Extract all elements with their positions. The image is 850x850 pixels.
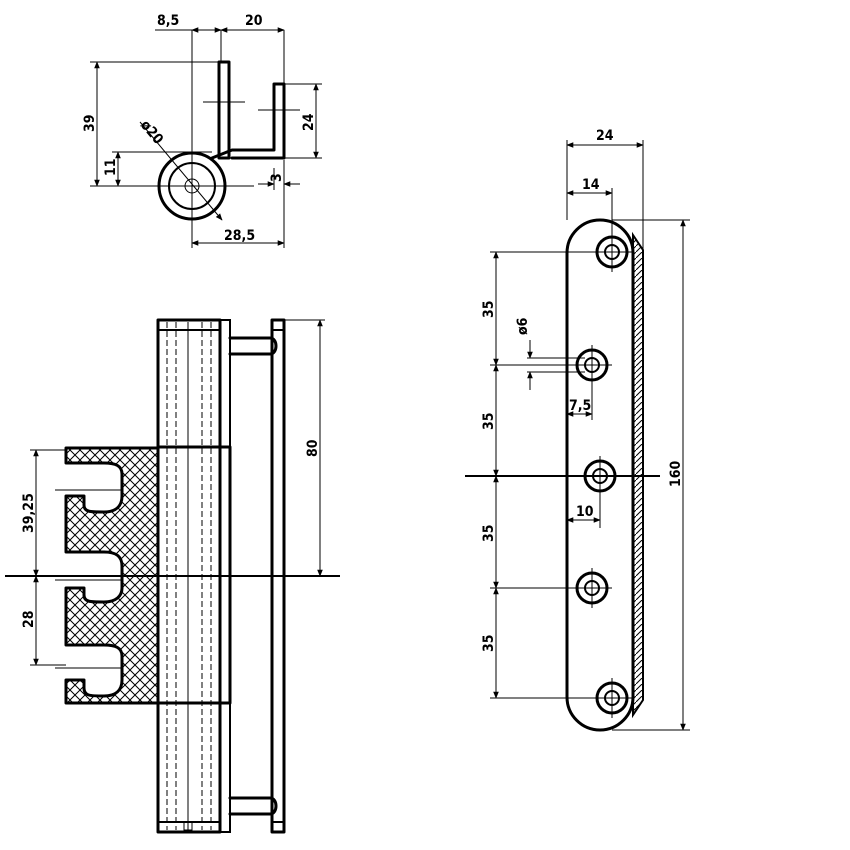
screw-hole (592, 678, 632, 718)
hinge-leaf-vertical (203, 60, 245, 160)
side-view: 24 14 160 35 35 35 35 ø6 7,5 10 (465, 128, 690, 732)
bracket-leaf (219, 318, 286, 834)
dim-160: 160 (668, 460, 684, 487)
dimension-lines-top (90, 27, 322, 248)
dim-28: 28 (21, 610, 37, 628)
dim-35-3: 35 (481, 524, 497, 542)
dim-24-side: 24 (596, 128, 614, 144)
dim-8-5: 8,5 (157, 13, 179, 29)
dim-35-2: 35 (481, 412, 497, 430)
dim-39: 39 (82, 114, 98, 132)
dim-14: 14 (582, 177, 600, 193)
dimension-lines-front (30, 319, 325, 666)
dim-10: 10 (576, 504, 594, 520)
dim-35-1: 35 (481, 300, 497, 318)
screw-hole (572, 345, 612, 385)
dim-24-top: 24 (301, 113, 317, 131)
dim-39-25: 39,25 (21, 493, 37, 533)
screw-hole (572, 568, 612, 608)
dim-11: 11 (103, 158, 119, 176)
dim-dia-20: ø20 (137, 117, 166, 148)
hinge-arm (210, 82, 300, 160)
dim-28-5: 28,5 (224, 228, 255, 244)
frame-profile-section (64, 446, 160, 705)
screw-hole (592, 232, 632, 272)
top-view: 8,5 20 39 11 24 3 28,5 ø20 (82, 13, 322, 248)
front-view: 80 39,25 28 (5, 318, 340, 834)
dim-7-5: 7,5 (569, 398, 591, 414)
dim-3: 3 (269, 173, 285, 182)
dim-dia-6: ø6 (515, 317, 531, 335)
dim-80: 80 (305, 439, 321, 457)
dimension-lines-side (490, 140, 690, 731)
dim-20: 20 (245, 13, 263, 29)
dim-35-4: 35 (481, 634, 497, 652)
